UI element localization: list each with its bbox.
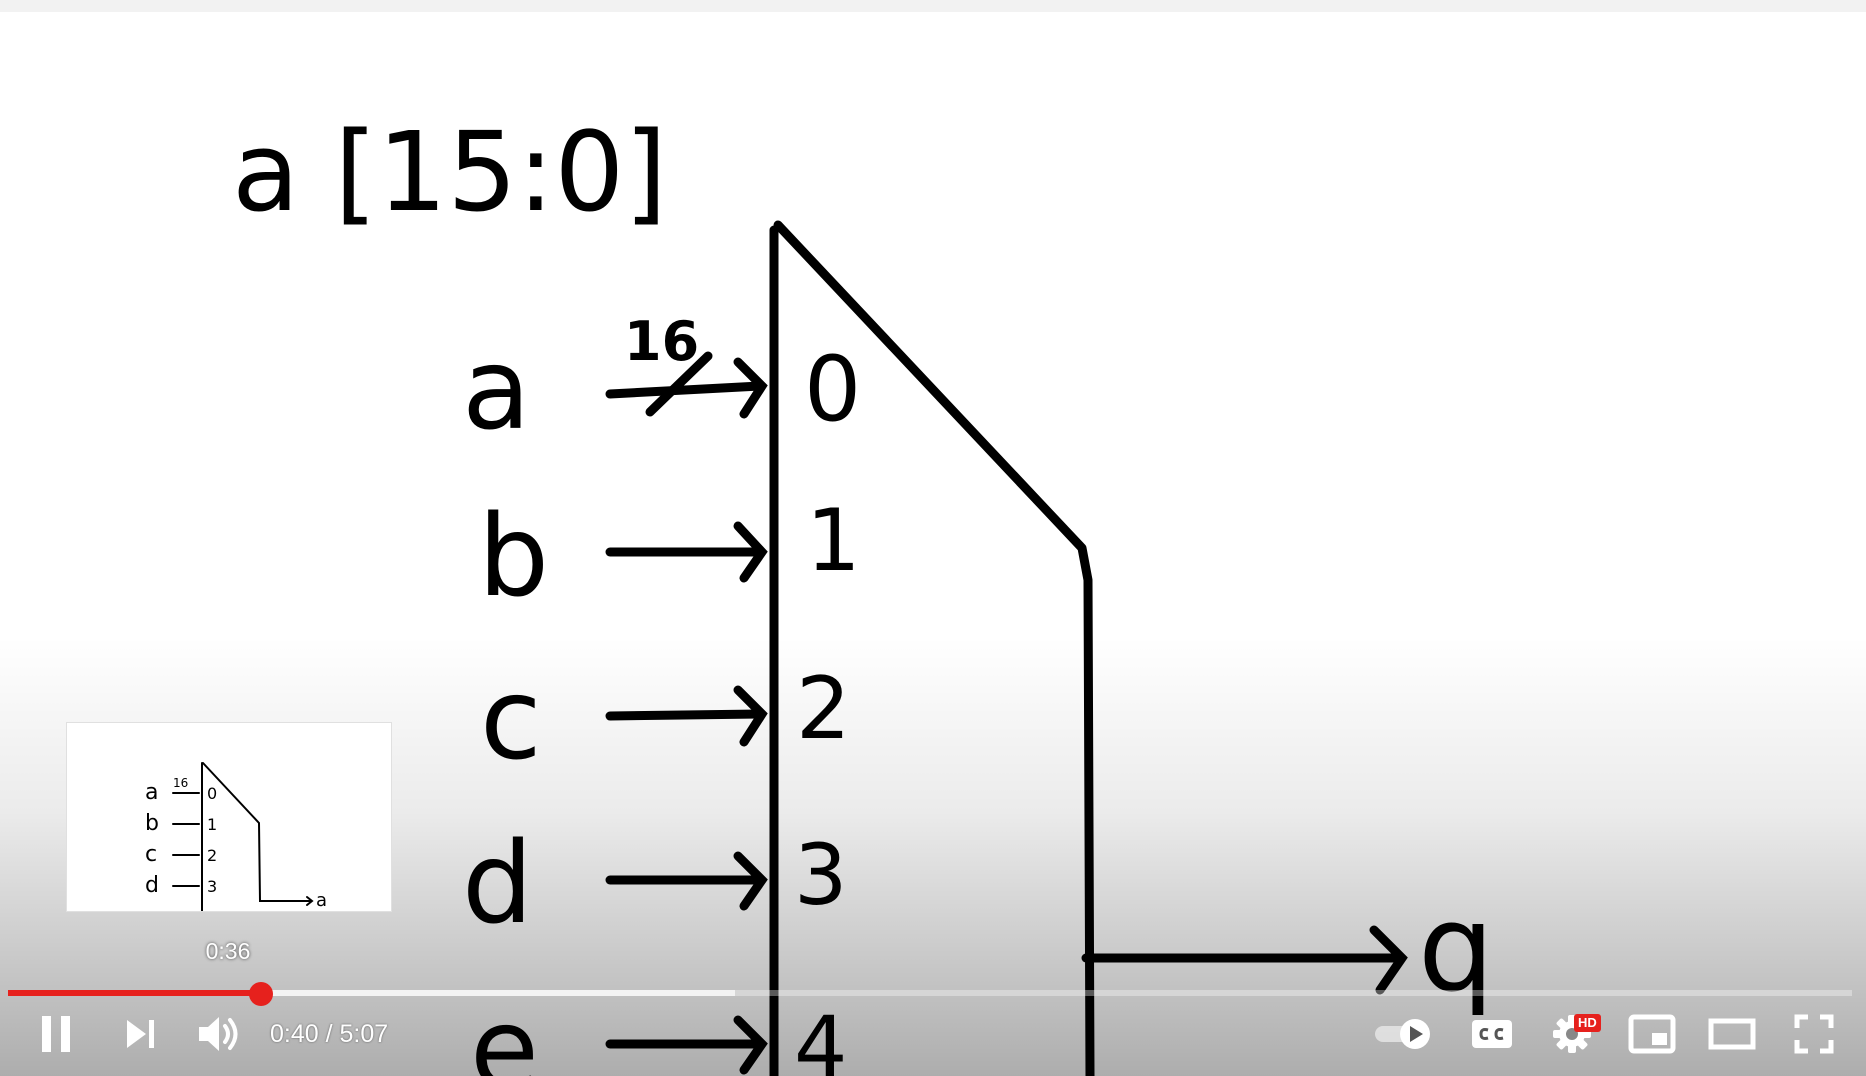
preview-thumbnail: a b c d 16 0 1 2 3 a — [66, 722, 392, 912]
mux-body — [769, 220, 1095, 1076]
input-label-b: b — [478, 492, 549, 622]
input-index-1: 1 — [806, 491, 861, 591]
autoplay-toggle-icon — [1375, 1019, 1430, 1049]
control-bar: 0:40 / 5:07 — [0, 1004, 1866, 1064]
preview-time: 0:36 — [205, 938, 251, 964]
miniplayer-icon — [1628, 1014, 1676, 1054]
settings-button[interactable] — [1544, 1004, 1600, 1064]
miniplayer-button[interactable] — [1624, 1004, 1680, 1064]
input-arrow-c — [605, 685, 768, 747]
output-label: q — [1418, 880, 1494, 1019]
preview-mux-body — [201, 762, 312, 912]
volume-icon — [199, 1017, 238, 1051]
fullscreen-button[interactable] — [1786, 1004, 1842, 1064]
preview-output-label: a — [316, 890, 327, 911]
input-label-d: d — [462, 819, 533, 949]
volume-button[interactable] — [192, 1004, 248, 1064]
preview-input-a: a — [145, 780, 158, 805]
preview-index-1: 1 — [207, 815, 217, 834]
next-icon — [127, 1020, 154, 1048]
preview-input-b: b — [145, 811, 159, 836]
input-index-3: 3 — [794, 826, 847, 924]
preview-bus-width: 16 — [173, 776, 188, 790]
preview-index-3: 3 — [207, 877, 217, 896]
input-label-a: a — [462, 325, 531, 455]
preview-input-d: d — [145, 873, 159, 898]
autoplay-toggle[interactable] — [1370, 1004, 1436, 1064]
bus-width-label: 16 — [624, 310, 699, 373]
theater-mode-button[interactable] — [1704, 1004, 1760, 1064]
cc-icon — [1472, 1020, 1512, 1048]
progress-buffered — [8, 990, 735, 996]
preview-input-c: c — [145, 842, 157, 867]
input-arrow-e — [605, 1015, 768, 1075]
fullscreen-icon — [1794, 1014, 1834, 1054]
preview-diagram: a b c d 16 0 1 2 3 a — [145, 762, 327, 912]
preview-index-2: 2 — [207, 846, 217, 865]
input-arrow-b — [605, 521, 768, 583]
time-display: 0:40 / 5:07 — [270, 1020, 388, 1049]
input-arrow-a — [605, 351, 768, 419]
pause-icon — [42, 1016, 70, 1052]
next-button[interactable] — [112, 1004, 168, 1064]
time-separator: / — [318, 1020, 340, 1048]
progress-scrubber[interactable] — [248, 982, 273, 1006]
input-index-2: 2 — [796, 659, 851, 759]
input-index-4: 4 — [794, 998, 847, 1076]
input-arrow-d — [605, 851, 768, 911]
play-pause-button[interactable] — [28, 1004, 84, 1064]
preview-index-0: 0 — [207, 784, 217, 803]
heading-text: a [15:0] — [232, 108, 667, 236]
input-label-c: c — [480, 655, 542, 785]
theater-icon — [1708, 1018, 1756, 1050]
progress-rail — [8, 990, 1852, 996]
captions-button[interactable] — [1464, 1004, 1520, 1064]
input-index-0: 0 — [804, 337, 861, 442]
progress-played — [8, 990, 261, 996]
top-strip — [0, 0, 1866, 12]
progress-bar[interactable] — [8, 982, 1852, 1006]
output-arrow — [1081, 925, 1408, 995]
input-label-e: e — [470, 985, 539, 1076]
current-time: 0:40 — [270, 1020, 319, 1048]
hd-badge: HD — [1574, 1014, 1601, 1032]
duration: 5:07 — [339, 1020, 389, 1048]
